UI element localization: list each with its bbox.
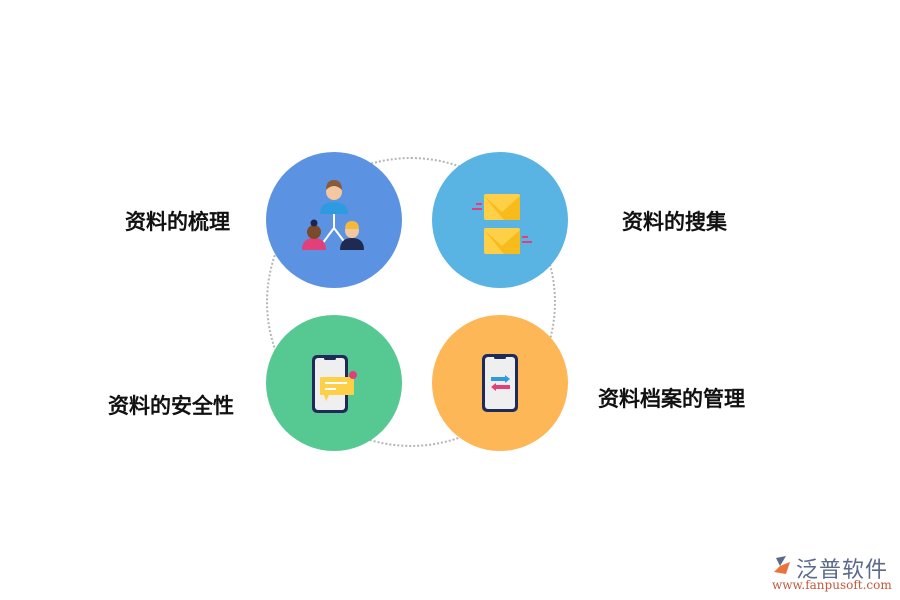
label-security: 资料的安全性 — [108, 394, 234, 418]
logo-name: 泛普软件 — [796, 558, 889, 583]
dotted-ring — [266, 157, 556, 447]
label-collection: 资料的搜集 — [622, 210, 727, 234]
circle-sorting — [266, 152, 402, 288]
team-hierarchy-icon — [302, 180, 364, 250]
envelopes-icon — [472, 194, 532, 254]
circle-security — [266, 315, 402, 451]
circle-archive — [432, 315, 568, 451]
logo-url: www.fanpusoft.com — [772, 578, 892, 592]
logo: 泛普软件 www.fanpusoft.com — [772, 552, 897, 597]
phone-notification-icon — [312, 355, 357, 413]
logo-mark-icon — [774, 556, 790, 574]
phone-transfer-icon — [482, 354, 518, 412]
circle-collection — [432, 152, 568, 288]
label-sorting: 资料的梳理 — [125, 210, 230, 234]
label-archive: 资料档案的管理 — [598, 387, 745, 411]
